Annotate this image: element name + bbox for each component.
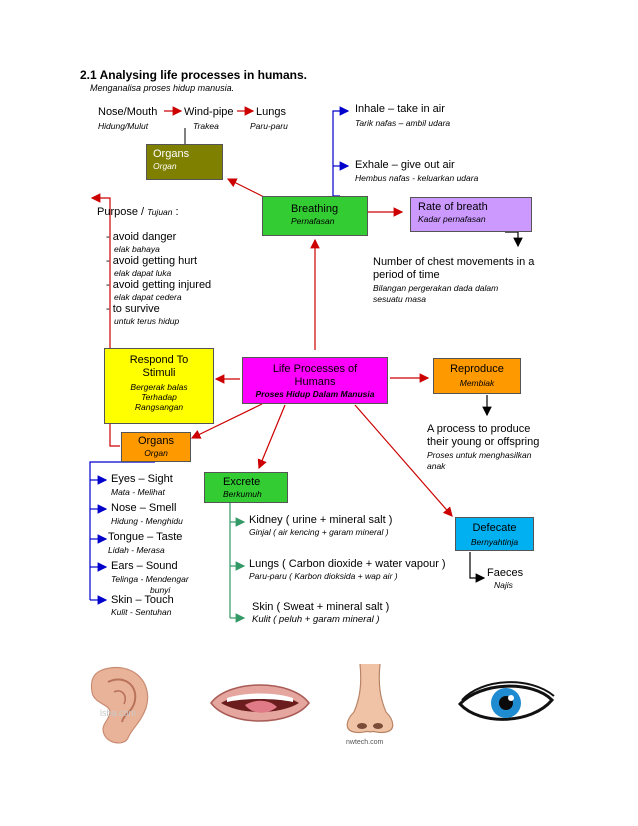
arrow-rate-chest	[505, 231, 523, 248]
arrow-inhale	[332, 106, 350, 197]
mouth-illustration	[210, 684, 310, 722]
windpipe-label: Wind-pipe	[184, 106, 234, 118]
eye-illustration	[457, 681, 555, 721]
inhale-label: Inhale – take in air	[355, 103, 445, 115]
nose-mouth-label: Nose/Mouth	[98, 106, 158, 118]
inhale-ms: Tarik nafas – ambil udara	[355, 118, 451, 128]
chest-ms1: Bilangan pergerakan dada dalam	[373, 283, 499, 293]
nose-watermark: nwtech.com	[346, 739, 384, 746]
arrow-defecate-faeces	[469, 552, 486, 583]
windpipe-ms: Trakea	[193, 121, 219, 131]
purpose-item: - to survive	[106, 303, 160, 315]
page-title: 2.1 Analysing life processes in humans.	[80, 68, 307, 82]
organs-top-box: Organs Organ	[146, 144, 223, 180]
life-line2: Humans	[294, 376, 336, 388]
breathing-label: Breathing	[291, 203, 339, 215]
arrow-life-excrete	[257, 404, 286, 470]
lungs-ms: Paru-paru	[250, 121, 288, 131]
exhale-label: Exhale – give out air	[355, 159, 455, 171]
purpose-item-ms: elak bahaya	[114, 244, 160, 254]
sense-ears: Ears – Sound	[111, 560, 178, 572]
organs-bottom-ms: Organ	[144, 448, 168, 458]
respond-ms2: Terhadap	[141, 392, 177, 402]
sense-nose: Nose – Smell	[111, 502, 177, 514]
sense-ears-ms: Telinga - Mendengar	[111, 574, 189, 584]
page-subtitle: Menganalisa proses hidup manusia.	[90, 83, 235, 93]
excrete-skin-ms: Kulit ( peluh + garam mineral )	[252, 614, 380, 625]
arrow-life-organs	[190, 403, 263, 439]
life-processes-box: Life Processes of Humans Proses Hidup Da…	[242, 357, 388, 404]
sense-ears-ms2: bunyi	[150, 585, 171, 595]
purpose-item-ms: elak dapat cedera	[114, 292, 182, 302]
life-line1: Life Processes of	[272, 363, 358, 375]
excrete-lungs: Lungs ( Carbon dioxide + water vapour )	[249, 558, 446, 570]
rate-ms: Kadar pernafasan	[418, 214, 486, 224]
exhale-ms: Hembus nafas - keluarkan udara	[355, 173, 479, 183]
produce-ms2: anak	[427, 461, 446, 471]
defecate-ms: Bernyahtinja	[470, 537, 519, 547]
excrete-kidney-ms: Ginjal ( air kencing + garam mineral )	[249, 527, 389, 537]
sense-nose-ms: Hidung - Menghidu	[111, 516, 183, 526]
senses-bracket	[89, 461, 155, 600]
sense-tongue: Tongue – Taste	[108, 531, 183, 543]
produce-line2: their young or offspring	[427, 436, 540, 448]
purpose-item: - avoid getting injured	[106, 279, 212, 291]
breathing-box: Breathing Pernafasan	[262, 196, 368, 236]
purpose-item: - avoid getting hurt	[106, 255, 198, 267]
faeces-label: Faeces	[487, 567, 524, 579]
breathing-ms: Pernafasan	[291, 216, 335, 226]
respond-ms1: Bergerak balas	[130, 382, 188, 392]
excrete-kidney: Kidney ( urine + mineral salt )	[249, 514, 393, 526]
nose-mouth-ms: Hidung/Mulut	[98, 121, 149, 131]
arrow-organs-purpose	[90, 193, 120, 447]
excrete-label: Excrete	[223, 476, 261, 488]
purpose-item: - avoid danger	[106, 231, 177, 243]
organs-top-label: Organs	[153, 148, 190, 160]
sense-eyes: Eyes – Sight	[111, 473, 173, 485]
organs-top-ms: Organ	[153, 161, 177, 171]
purpose-item-ms: untuk terus hidup	[114, 316, 180, 326]
defecate-box: Defecate Bernyahtinja	[455, 517, 534, 551]
ear-watermark: lsba.com	[100, 708, 136, 718]
reproduce-ms: Membiak	[459, 378, 495, 388]
lungs-label: Lungs	[256, 106, 286, 118]
respond-line2: Stimuli	[142, 367, 176, 379]
sense-eyes-ms: Mata - Melihat	[111, 487, 165, 497]
reproduce-label: Reproduce	[450, 363, 504, 375]
organs-bottom-label: Organs	[137, 435, 175, 447]
respond-box: Respond To Stimuli Bergerak balas Terhad…	[104, 348, 214, 424]
organs-bottom-box: Organs Organ	[121, 432, 191, 462]
produce-line1: A process to produce	[427, 423, 531, 435]
excrete-box: Excrete Berkumuh	[204, 472, 288, 503]
chest-ms2: sesuatu masa	[373, 294, 426, 304]
excrete-ms: Berkumuh	[223, 489, 262, 499]
reproduce-box: Reproduce Membiak	[433, 358, 521, 394]
rate-label: Rate of breath	[418, 201, 488, 213]
rate-box: Rate of breath Kadar pernafasan	[410, 197, 532, 232]
chest-line1: Number of chest movements in a	[373, 256, 535, 268]
arrow-life-defecate	[354, 404, 453, 517]
sense-tongue-ms: Lidah - Merasa	[108, 545, 165, 555]
respond-ms3: Rangsangan	[134, 402, 184, 412]
life-ms: Proses Hidup Dalam Manusia	[255, 389, 375, 399]
sense-skin: Skin – Touch	[111, 594, 174, 606]
nose-illustration: nwtech.com	[346, 663, 394, 746]
defecate-label: Defecate	[472, 522, 517, 534]
excrete-skin: Skin ( Sweat + mineral salt )	[252, 601, 390, 613]
faeces-ms: Najis	[494, 580, 513, 590]
produce-ms1: Proses untuk menghasilkan	[427, 450, 532, 460]
respond-line1: Respond To	[129, 354, 189, 366]
ear-illustration: lsba.com	[90, 667, 149, 744]
sense-skin-ms: Kulit - Sentuhan	[111, 607, 172, 617]
purpose-title: Purpose / Tujuan :	[97, 206, 179, 218]
excrete-lungs-ms: Paru-paru ( Karbon dioksida + wap air )	[249, 571, 398, 581]
chest-line2: period of time	[373, 269, 440, 281]
purpose-item-ms: elak dapat luka	[114, 268, 172, 278]
